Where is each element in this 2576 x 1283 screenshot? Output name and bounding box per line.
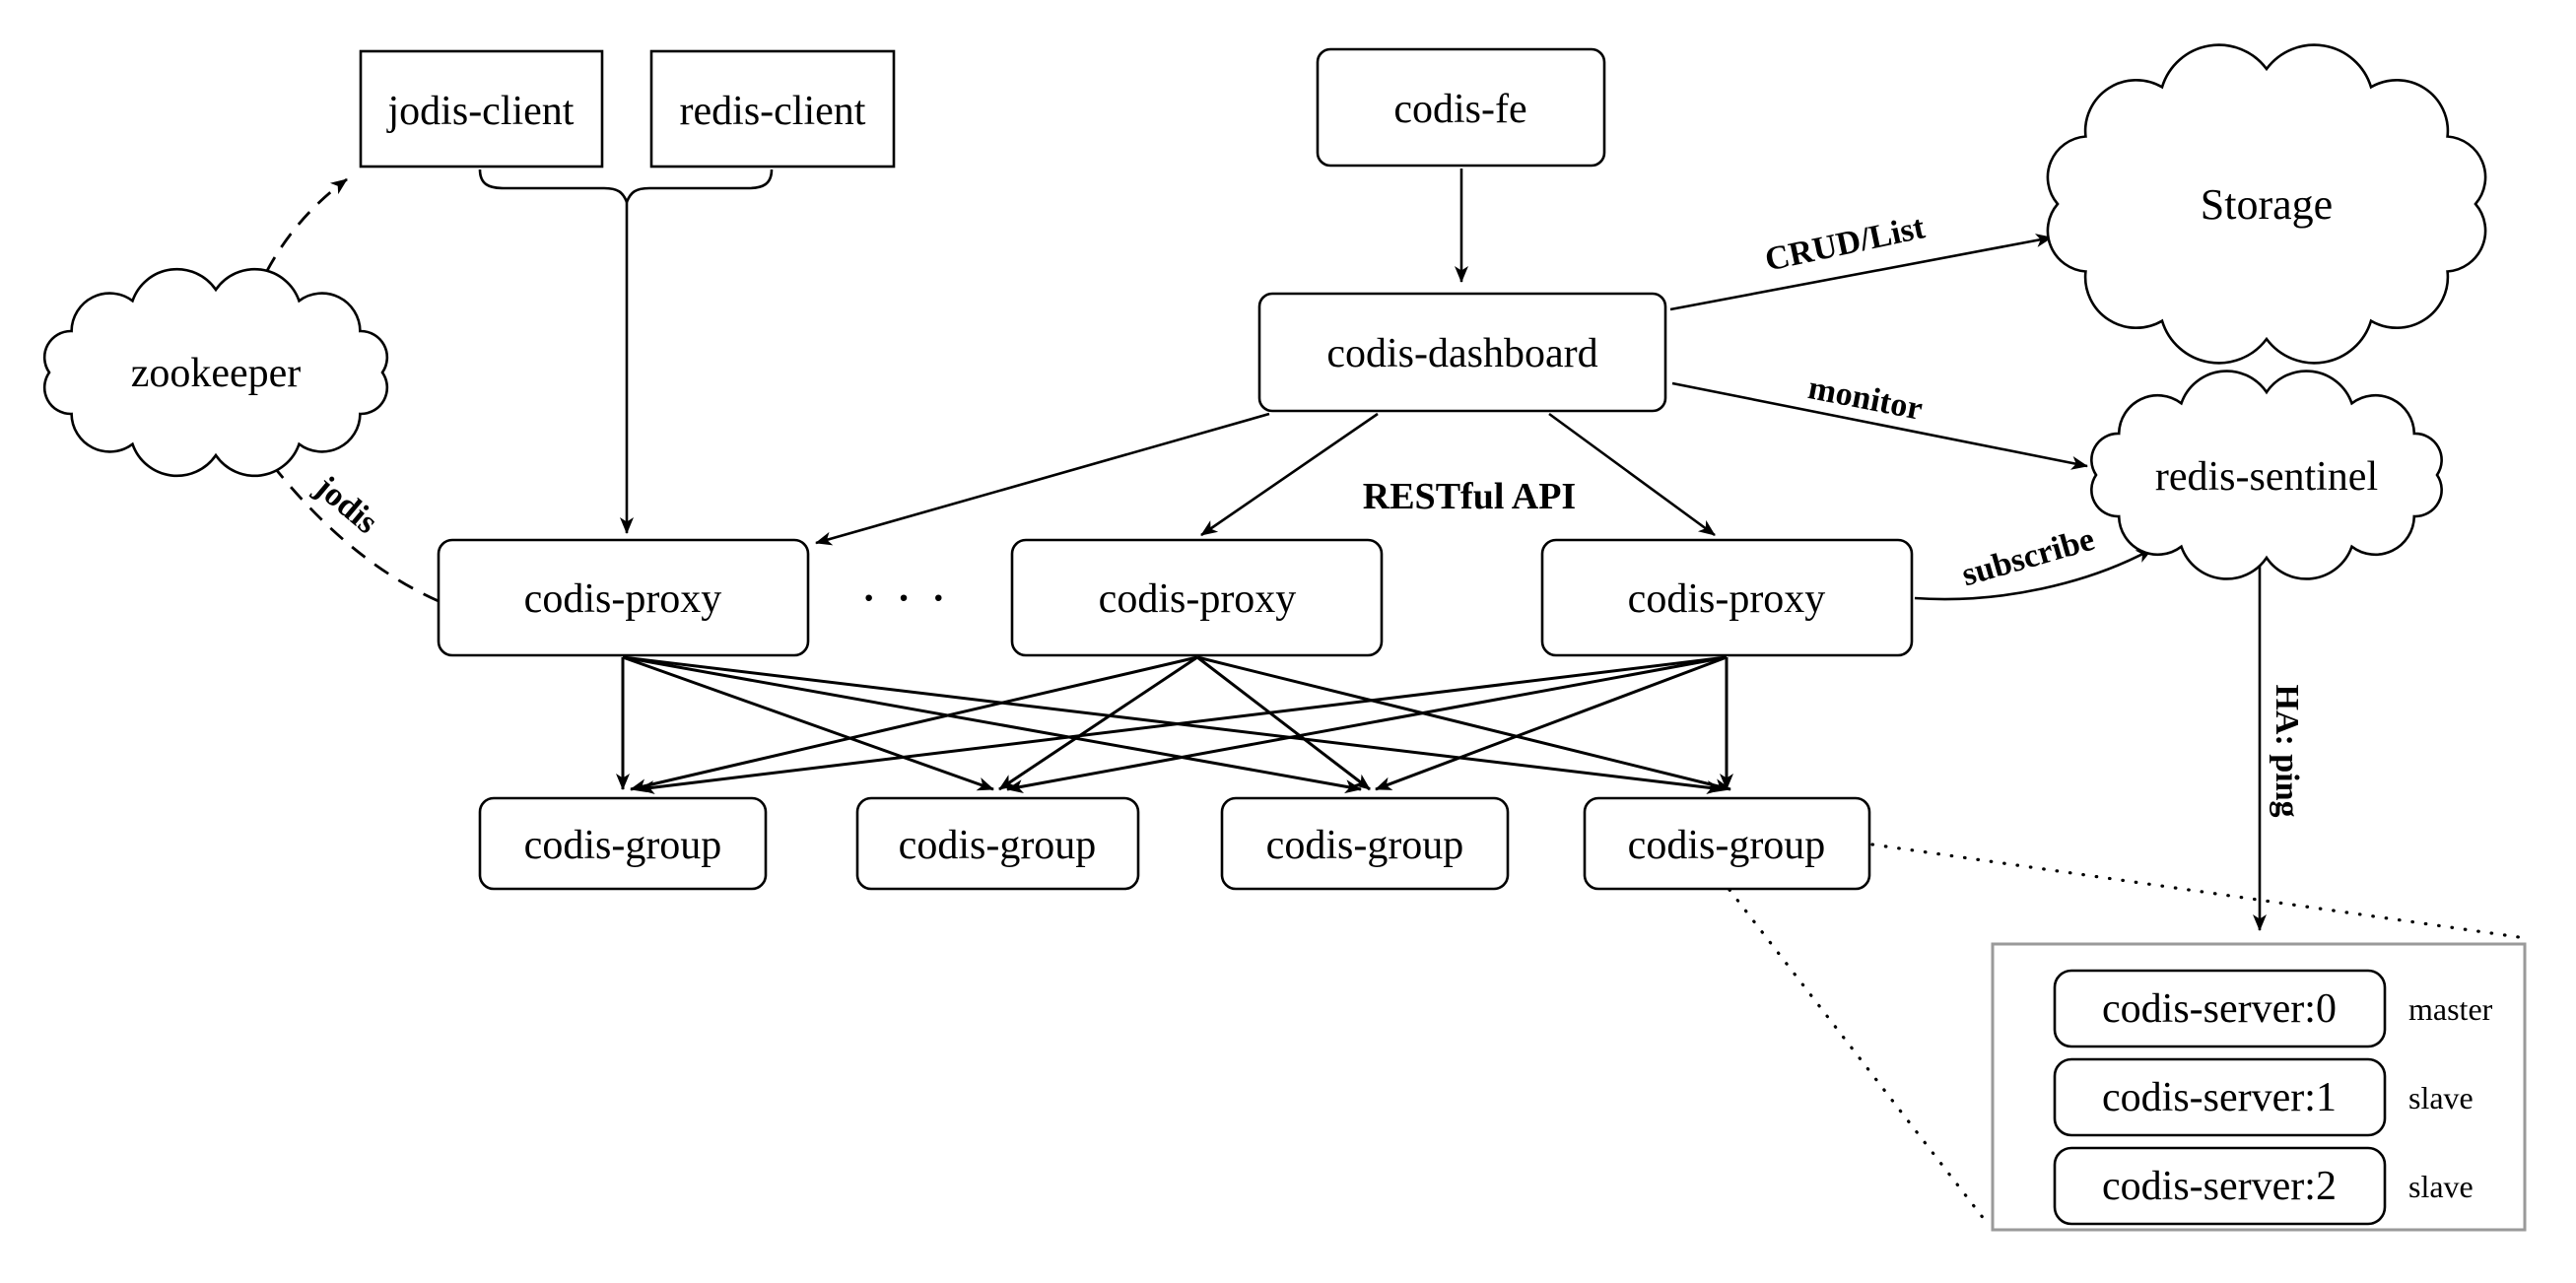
edge-proxy1-group2 — [622, 655, 994, 791]
codis-proxy-1-label: codis-proxy — [524, 576, 722, 622]
codis-server-2-node — [2053, 1146, 2387, 1226]
codis-server-0-node — [2053, 969, 2387, 1048]
edge-dashboard-to-proxy2 — [1200, 412, 1379, 537]
codis-group-1-label: codis-group — [524, 823, 722, 868]
codis-dashboard-node — [1257, 292, 1667, 413]
restful-api-label: RESTful API — [1363, 476, 1576, 517]
codis-proxy-1-node — [437, 538, 810, 657]
zookeeper-cloud — [42, 267, 389, 478]
edge-proxy3-group3 — [1375, 655, 1728, 791]
codis-group-2-label: codis-group — [899, 823, 1097, 868]
codis-group-1-node — [478, 796, 768, 891]
codis-server-2-label: codis-server:2 — [2102, 1164, 2337, 1209]
codis-proxy-2-node — [1010, 538, 1384, 657]
codis-group-4-node — [1583, 796, 1871, 891]
codis-proxy-3-label: codis-proxy — [1628, 576, 1826, 622]
edge-group4-to-container-top — [1870, 843, 2521, 939]
edge-proxy1-group3 — [622, 655, 1362, 794]
edge-dashboard-to-proxy3 — [1548, 412, 1716, 537]
storage-label: Storage — [2201, 180, 2333, 229]
edge-dashboard-to-sentinel — [1671, 381, 2088, 470]
server-2-role: slave — [2408, 1169, 2474, 1204]
codis-group-3-label: codis-group — [1266, 823, 1464, 868]
jodis-client-node — [359, 49, 604, 169]
codis-group-2-node — [855, 796, 1140, 891]
codis-dashboard-label: codis-dashboard — [1326, 331, 1597, 376]
codis-group-4-label: codis-group — [1628, 823, 1826, 868]
edge-proxy3-group1 — [638, 655, 1728, 795]
edge-proxy3-to-sentinel — [1914, 547, 2153, 601]
clouds: zookeeper Storage redis-sentinel — [42, 43, 2487, 580]
redis-client-label: redis-client — [680, 89, 866, 134]
codis-fe-label: codis-fe — [1393, 87, 1526, 132]
crud-list-label: CRUD/List — [1762, 209, 1929, 279]
nodes: jodis-client redis-client codis-fe codis… — [359, 47, 2527, 1232]
zookeeper-label: zookeeper — [131, 351, 302, 396]
jodis-label: jodis — [307, 468, 384, 541]
codis-server-0-label: codis-server:0 — [2102, 986, 2337, 1032]
codis-fe-node — [1316, 47, 1606, 168]
proxy-group-mesh — [616, 655, 1733, 795]
clients-brace — [478, 169, 774, 206]
server-0-role: master — [2408, 991, 2493, 1027]
codis-server-1-label: codis-server:1 — [2102, 1075, 2337, 1120]
codis-group-3-node — [1220, 796, 1510, 891]
edge-dashboard-to-proxy1 — [815, 412, 1270, 546]
edge-proxy2-group4 — [1196, 655, 1731, 792]
edge-proxy2-group2 — [998, 655, 1198, 791]
redis-sentinel-cloud — [2090, 370, 2443, 580]
edge-proxy2-group1 — [630, 655, 1198, 793]
codis-server-1-node — [2053, 1057, 2387, 1137]
redis-client-node — [649, 49, 896, 169]
proxy-ellipsis: · · · — [862, 575, 951, 620]
monitor-label: monitor — [1805, 370, 1926, 428]
codis-proxy-3-node — [1540, 538, 1914, 657]
codis-proxy-2-label: codis-proxy — [1099, 576, 1297, 622]
edge-group4-to-container-bottom — [1728, 888, 1990, 1226]
storage-cloud — [2046, 43, 2487, 365]
ha-ping-label: HA: ping — [2269, 684, 2305, 817]
edge-dashboard-to-storage — [1669, 234, 2053, 311]
edge-proxy3-group2 — [1006, 655, 1728, 793]
server-1-role: slave — [2408, 1080, 2474, 1115]
redis-sentinel-label: redis-sentinel — [2155, 454, 2378, 500]
subscribe-label: subscribe — [1958, 521, 2099, 594]
edges — [252, 169, 2521, 1226]
jodis-client-label: jodis-client — [386, 89, 575, 134]
edge-proxy2-group3 — [1196, 655, 1371, 791]
